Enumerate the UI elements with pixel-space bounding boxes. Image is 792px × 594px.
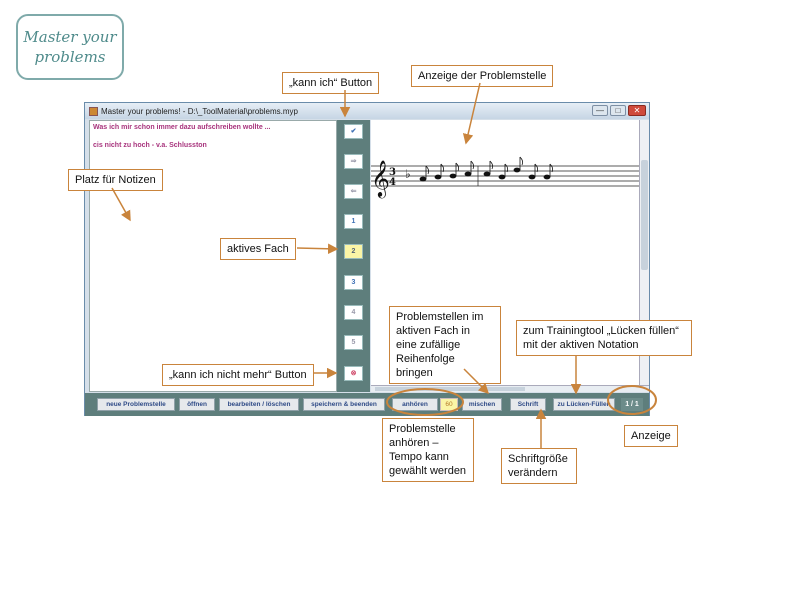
window-title: Master your problems! - D:\_ToolMaterial… — [101, 106, 298, 116]
new-problem-button[interactable]: neue Problemstelle — [97, 398, 175, 411]
previous-button[interactable]: ⇐ — [344, 184, 363, 199]
title-bar: Master your problems! - D:\_ToolMaterial… — [85, 103, 649, 119]
callout-shuffle-line: eine zufällige — [396, 339, 461, 351]
callout-gap-fill-line: mit der aktiven Notation — [523, 339, 639, 351]
listen-button[interactable]: anhören — [392, 398, 438, 411]
horizontal-scroll-thumb[interactable] — [375, 387, 525, 391]
save-exit-button[interactable]: speichern & beenden — [303, 398, 385, 411]
callout-listen-line: Tempo kann — [389, 451, 449, 463]
callout-listen-line: gewählt werden — [389, 465, 467, 477]
tempo-input[interactable]: 60 — [440, 398, 458, 411]
logo-line1: Master your — [23, 28, 117, 46]
treble-clef-icon: 𝄞 — [371, 159, 390, 198]
callout-can-do: „kann ich“ Button — [282, 72, 380, 94]
open-button[interactable]: öffnen — [179, 398, 215, 411]
edit-delete-button[interactable]: bearbeiten / löschen — [219, 398, 299, 411]
notes-line-1: Was ich mir schon immer dazu aufschreibe… — [93, 124, 271, 131]
next-button[interactable]: ⇒ — [344, 154, 363, 169]
cannot-do-button[interactable]: ⊗ — [344, 366, 363, 381]
vertical-scroll-thumb[interactable] — [641, 160, 648, 270]
callout-gap-fill-line: zum Trainingtool „Lücken füllen“ — [523, 325, 679, 337]
callout-counter: Anzeige — [624, 425, 678, 447]
box-3-button[interactable]: 3 — [344, 275, 363, 290]
box-sidebar: ✔ ⇒ ⇐ 1 2 3 4 5 ⊗ — [337, 120, 370, 392]
callout-listen-line: anhören – — [389, 437, 439, 449]
music-staff: 𝄞 3 4 ♭ — [371, 156, 639, 198]
close-button[interactable]: ✕ — [628, 105, 646, 116]
gap-fill-button[interactable]: zu Lücken-Füllen — [553, 398, 615, 411]
svg-text:3: 3 — [389, 167, 396, 178]
vertical-scrollbar[interactable] — [639, 120, 649, 385]
app-logo: Master your problems — [16, 14, 124, 80]
box-5-button[interactable]: 5 — [344, 335, 363, 350]
callout-notes-area: Platz für Notizen — [68, 169, 163, 191]
shuffle-button[interactable]: mischen — [462, 398, 502, 411]
notes-area[interactable]: Was ich mir schon immer dazu aufschreibe… — [89, 120, 337, 392]
callout-listen-line: Problemstelle — [389, 423, 456, 435]
callout-shuffle-line: aktiven Fach in — [396, 325, 470, 337]
problem-counter: 1 / 1 — [621, 398, 643, 411]
horizontal-scrollbar[interactable] — [371, 385, 649, 392]
notes-line-2: cis nicht zu hoch - v.a. Schlusston — [93, 142, 207, 149]
callout-shuffle-line: Reihenfolge bringen — [396, 353, 455, 379]
box-2-button[interactable]: 2 — [344, 244, 363, 259]
maximize-button[interactable]: □ — [610, 105, 626, 116]
callout-shuffle: Problemstellen im aktiven Fach in eine z… — [389, 306, 501, 384]
callout-font-size: Schriftgröße verändern — [501, 448, 577, 484]
font-button[interactable]: Schrift — [510, 398, 546, 411]
svg-text:4: 4 — [389, 177, 396, 188]
flat-icon: ♭ — [405, 167, 411, 181]
minimize-button[interactable]: — — [592, 105, 608, 116]
box-4-button[interactable]: 4 — [344, 305, 363, 320]
can-do-button[interactable]: ✔ — [344, 124, 363, 139]
callout-listen: Problemstelle anhören – Tempo kann gewäh… — [382, 418, 474, 482]
callout-font-size-line: Schriftgröße — [508, 453, 568, 465]
callout-shuffle-line: Problemstellen im — [396, 311, 484, 323]
callout-gap-fill: zum Trainingtool „Lücken füllen“ mit der… — [516, 320, 692, 356]
callout-cannot-do: „kann ich nicht mehr“ Button — [162, 364, 314, 386]
box-1-button[interactable]: 1 — [344, 214, 363, 229]
app-icon — [89, 106, 98, 116]
callout-font-size-line: verändern — [508, 467, 558, 479]
bottom-toolbar: neue Problemstelle öffnen bearbeiten / l… — [85, 393, 649, 416]
callout-active-box: aktives Fach — [220, 238, 296, 260]
notes-group — [419, 156, 554, 182]
callout-problem-display: Anzeige der Problemstelle — [411, 65, 554, 87]
logo-line2: problems — [34, 48, 106, 66]
